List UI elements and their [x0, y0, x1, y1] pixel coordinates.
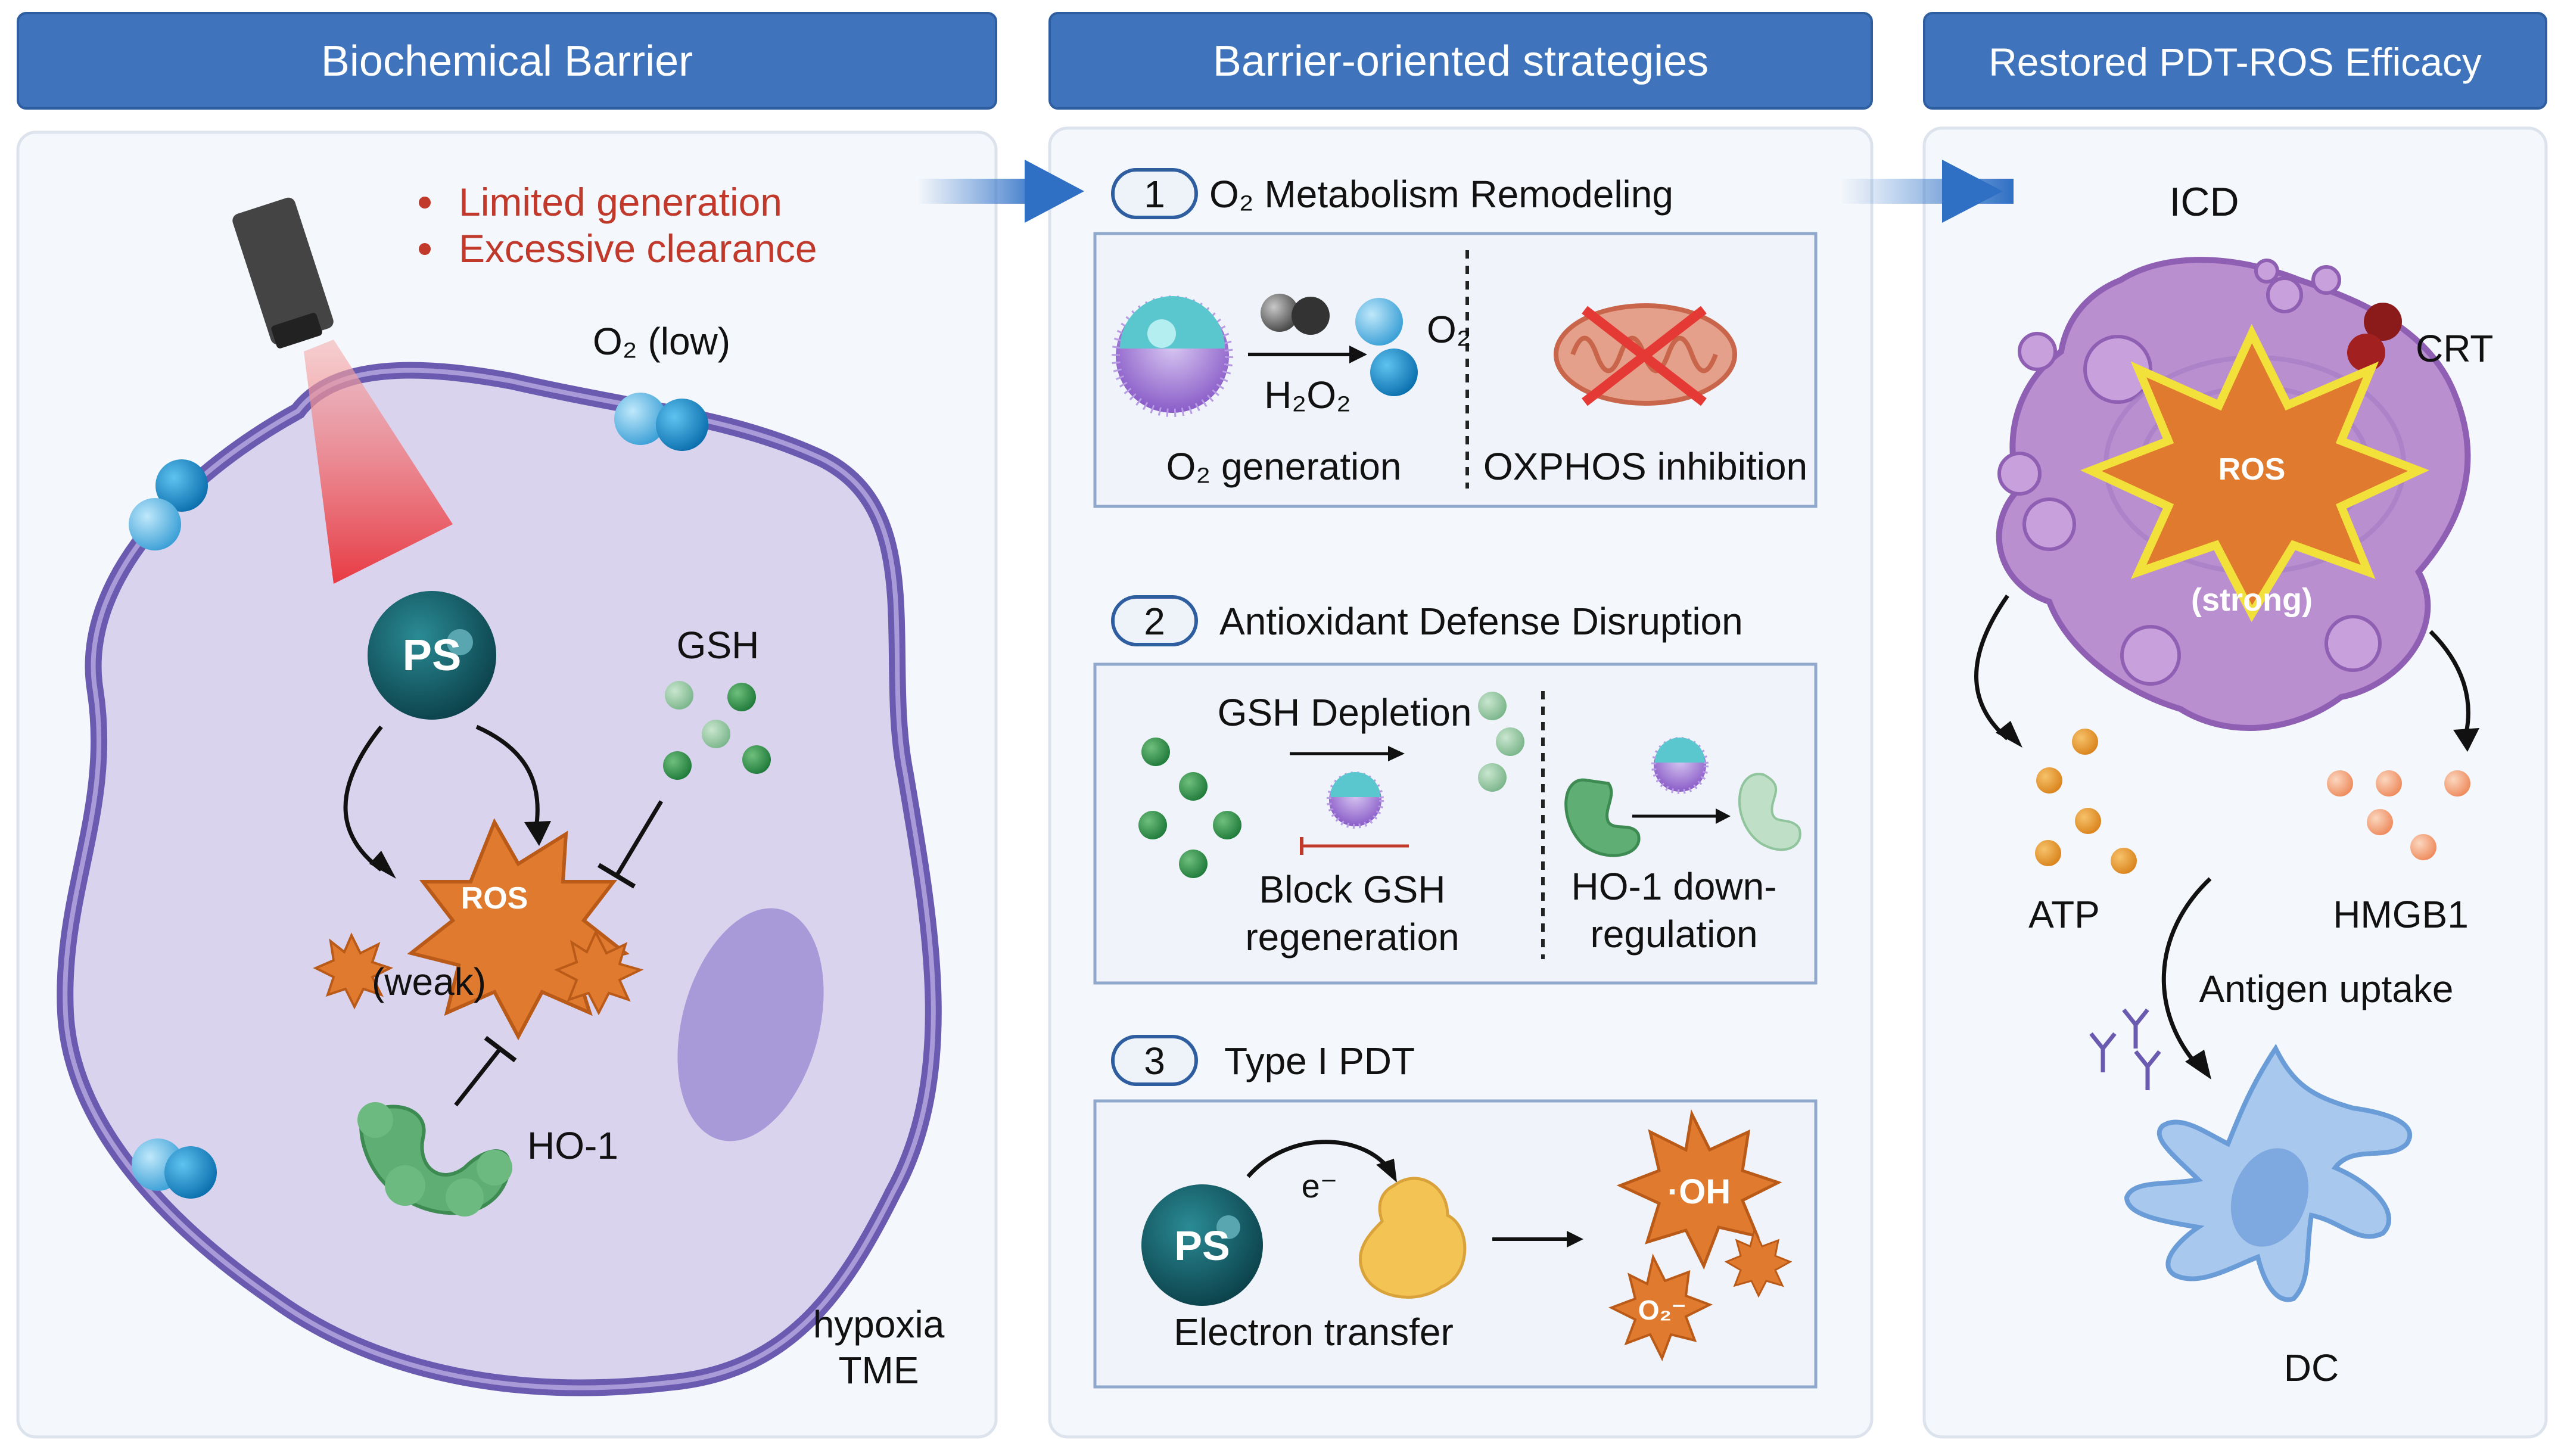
antibody-icon [2089, 1008, 2161, 1090]
ros-strong-burst-icon [2080, 323, 2429, 623]
nanoparticle-icon [1112, 295, 1233, 417]
gsh-molecules-icon [663, 681, 771, 780]
atp-label: ATP [2028, 893, 2100, 936]
depleted-gsh-icon [1478, 692, 1524, 792]
atp-molecules-icon [2035, 729, 2137, 874]
bullet-excessive-clearance: Excessive clearance [459, 226, 817, 270]
o2-radical-label: O₂⁻ [1638, 1295, 1686, 1326]
regulation-label: regulation [1590, 913, 1757, 956]
o2-molecule-icon [1355, 298, 1418, 396]
substrate-icon [1359, 1177, 1467, 1299]
ps-type1-label: PS [1174, 1222, 1230, 1269]
arrow-ps-ros-2 [475, 724, 540, 829]
step-num-3: 3 [1144, 1040, 1165, 1082]
ros-weak-label: ROS [461, 881, 528, 916]
o2-molecule-icon [129, 459, 208, 550]
header-left: Biochemical Barrier [17, 12, 997, 110]
nanoparticle-icon [1651, 737, 1709, 794]
step-num-1: 1 [1144, 173, 1165, 216]
strong-label: (strong) [2191, 582, 2313, 618]
header-left-label: Biochemical Barrier [321, 38, 693, 85]
gsh-depletion-label: GSH Depletion [1218, 691, 1472, 734]
o2-low-label: O₂ (low) [593, 320, 730, 363]
section-3-title: Type I PDT [1224, 1040, 1415, 1082]
ho1-enzyme-icon [1564, 778, 1641, 857]
degraded-ho1-icon [1738, 773, 1801, 851]
step-badge-1 [1111, 168, 1198, 219]
step-badge-2 [1111, 595, 1198, 646]
section-1-title: O₂ Metabolism Remodeling [1209, 173, 1673, 216]
bullet-dot-2 [419, 243, 431, 255]
dc-label: DC [2284, 1346, 2339, 1389]
arrow-hmgb1 [2429, 630, 2470, 733]
step-badge-3 [1111, 1035, 1198, 1086]
arrow-electron [1246, 1140, 1390, 1178]
electron-label: e⁻ [1302, 1167, 1338, 1205]
weak-label: (weak) [372, 960, 486, 1003]
oh-radical-burst-icon [1616, 1109, 1782, 1270]
ros-small-burst-icon [1724, 1227, 1793, 1298]
crt-label: CRT [2416, 327, 2493, 370]
header-right-label: Restored PDT-ROS Efficacy [1989, 40, 2482, 84]
ros-small-burst-icon [554, 929, 644, 1016]
hypoxia-label: hypoxia [813, 1303, 945, 1346]
mitochondrion-icon [1554, 303, 1737, 406]
section-2-title: Antioxidant Defense Disruption [1219, 600, 1743, 643]
superoxide-burst-icon [1608, 1253, 1713, 1361]
block-gsh-label: Block GSH [1259, 868, 1446, 911]
header-middle-label: Barrier-oriented strategies [1213, 38, 1709, 85]
nanoparticle-icon [1327, 771, 1384, 829]
flow-arrow-1 [917, 160, 1084, 223]
step-num-2: 2 [1144, 600, 1165, 643]
gsh-molecules-icon [1138, 738, 1241, 878]
arrow-antigen [2161, 877, 2212, 1068]
inhibit-gsh-ros [614, 800, 664, 877]
o2-label: O₂ [1427, 308, 1471, 351]
photosensitizer-icon: PS [1141, 1184, 1263, 1306]
inhibit-ho1-ros [454, 1047, 502, 1107]
ho1-down-label: HO-1 down- [1572, 865, 1777, 908]
h2o2-label: H₂O₂ [1264, 374, 1351, 416]
nucleus [677, 908, 824, 1141]
arrow-atp [1974, 594, 2009, 741]
ps-label: PS [403, 630, 462, 680]
oxphos-label: OXPHOS inhibition [1483, 445, 1807, 488]
ros-strong-label: ROS [2218, 452, 2286, 487]
gsh-label: GSH [677, 624, 760, 667]
ros-burst-icon [407, 818, 630, 1041]
antigen-uptake-label: Antigen uptake [2199, 967, 2454, 1010]
photosensitizer-icon: PS [368, 591, 496, 720]
o2-generation-label: O₂ generation [1166, 445, 1402, 488]
laser-icon [232, 197, 453, 584]
hmgb1-molecules-icon [2327, 770, 2470, 860]
hmgb1-label: HMGB1 [2333, 893, 2469, 936]
ros-small-burst-icon [313, 932, 394, 1010]
tme-label: TME [838, 1349, 919, 1392]
o2-molecule-icon [614, 393, 708, 451]
crt-icon [2347, 303, 2402, 372]
regeneration-label: regeneration [1245, 916, 1459, 959]
arrow-ps-ros-1 [343, 725, 383, 872]
icd-label: ICD [2169, 179, 2239, 225]
catalase-molecules-icon [1261, 294, 1330, 335]
o2-molecule-icon [132, 1138, 217, 1199]
header-middle: Barrier-oriented strategies [1048, 12, 1873, 110]
bullet-dot-1 [419, 197, 431, 209]
oh-label: ·OH [1667, 1172, 1731, 1211]
bullet-limited-generation: Limited generation [459, 180, 782, 224]
header-right: Restored PDT-ROS Efficacy [1923, 12, 2547, 110]
flow-arrow-2 [1841, 160, 2014, 223]
electron-transfer-label: Electron transfer [1174, 1311, 1454, 1354]
ho1-label: HO-1 [527, 1124, 618, 1167]
